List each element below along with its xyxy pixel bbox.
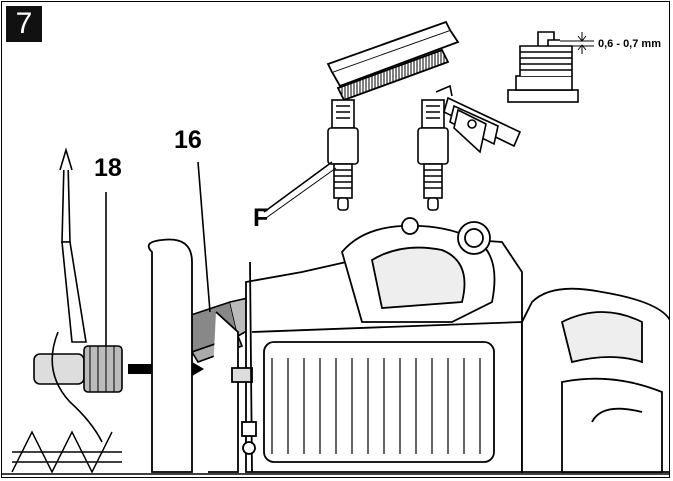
callout-screwdriver: 18 <box>94 154 122 182</box>
feeler-gauge <box>443 96 522 154</box>
rear-handle <box>521 287 669 473</box>
spark-plug-left <box>327 99 359 211</box>
spark-plug-right <box>417 84 453 211</box>
callout-spark-plug: F <box>253 204 269 232</box>
base-frame <box>11 430 122 474</box>
gap-detail <box>507 31 594 103</box>
screwdriver <box>33 147 123 443</box>
callout-spark-plug-cap: 16 <box>174 126 202 154</box>
engine-body <box>147 217 523 473</box>
step-number-badge: 7 <box>6 6 42 42</box>
wire-brush <box>326 20 460 102</box>
electrode-gap-spec: 0,6 - 0,7 mm <box>598 38 661 50</box>
